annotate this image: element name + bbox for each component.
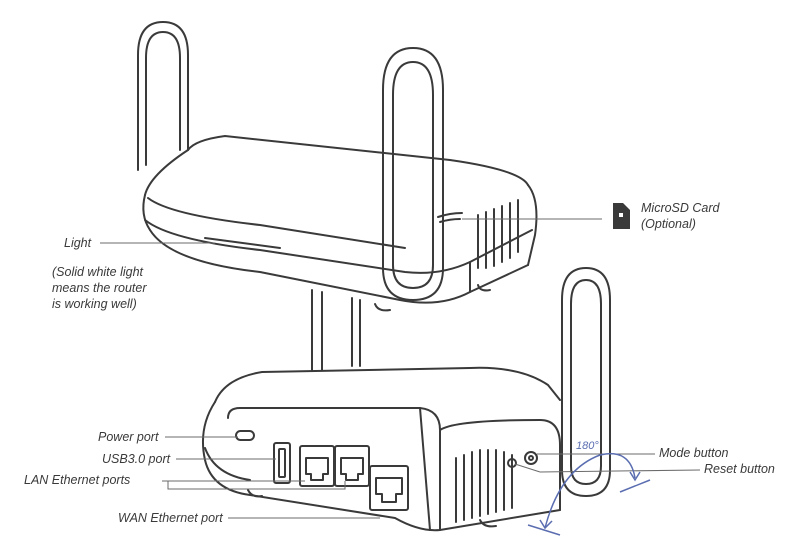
light-indicator xyxy=(204,237,281,249)
mode-button-label: Mode button xyxy=(659,446,729,460)
light-note-line: is working well) xyxy=(52,297,137,311)
microsd-label-line: MicroSD Card xyxy=(641,201,720,215)
light-note-line: (Solid white light xyxy=(52,265,144,279)
microsd-card-icon xyxy=(613,203,630,229)
rotation-arrow xyxy=(527,453,651,536)
light-note: (Solid white light means the router is w… xyxy=(52,264,202,312)
rotation-degree-label: 180° xyxy=(576,440,599,452)
microsd-label-line: (Optional) xyxy=(641,217,696,231)
light-label: Light xyxy=(64,236,92,250)
top-router-right-antenna xyxy=(382,47,444,301)
reset-button xyxy=(507,458,517,468)
reset-button-label: Reset button xyxy=(704,462,775,476)
bottom-router-antenna xyxy=(561,267,611,497)
usb-port-label: USB3.0 port xyxy=(102,452,171,466)
lan-ports-label: LAN Ethernet ports xyxy=(24,473,131,487)
light-note-line: means the router xyxy=(52,281,147,295)
usb-port xyxy=(273,442,291,484)
microsd-label: MicroSD Card (Optional) xyxy=(641,200,791,232)
bottom-router-body xyxy=(202,366,561,532)
callout-lines xyxy=(100,218,701,519)
wan-port-label: WAN Ethernet port xyxy=(118,511,223,525)
wan-ethernet-port xyxy=(369,465,409,511)
mode-button xyxy=(524,451,538,465)
lan-ethernet-ports xyxy=(299,445,370,487)
power-port-label: Power port xyxy=(98,430,159,444)
top-router-body xyxy=(142,135,538,312)
top-router-left-antenna xyxy=(137,21,189,171)
power-port xyxy=(235,430,255,441)
